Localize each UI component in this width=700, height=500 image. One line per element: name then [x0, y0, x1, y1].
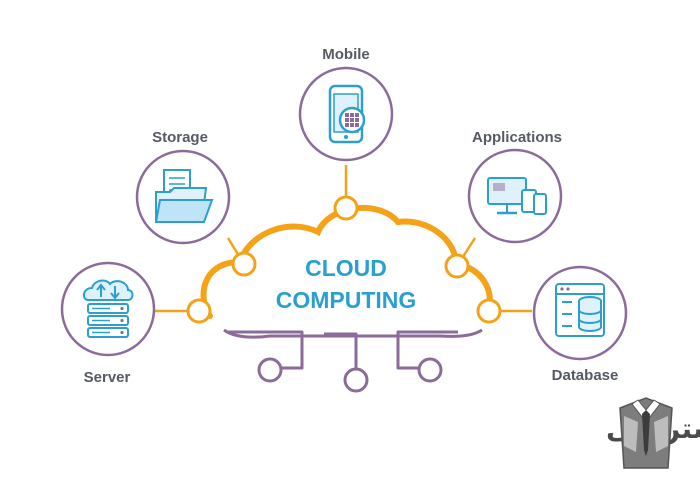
- suit-tie-icon: [619, 397, 673, 469]
- node-server: Server: [60, 261, 156, 386]
- devices-icon: [487, 177, 547, 215]
- circuit-lines: [223, 328, 483, 370]
- cloud-joints: [186, 195, 502, 324]
- node-mobile-label: Mobile: [322, 46, 370, 63]
- node-applications-label: Applications: [472, 129, 562, 146]
- circuit-nodes: [257, 357, 443, 393]
- node-server-label: Server: [84, 369, 131, 386]
- joint-storage: [231, 251, 257, 277]
- database-icon: [555, 283, 605, 337]
- folder-documents-icon: [154, 169, 214, 223]
- watermark: مستراچی: [606, 397, 700, 469]
- circuit-node-left: [257, 357, 283, 383]
- joint-database: [476, 298, 502, 324]
- node-storage: Storage: [135, 129, 231, 245]
- node-applications: Applications: [467, 129, 563, 244]
- circuit-left: [226, 330, 304, 370]
- node-storage-label: Storage: [152, 129, 208, 146]
- mobile-icon: [328, 84, 366, 144]
- node-database-label: Database: [552, 367, 619, 384]
- circuit-middle: [324, 332, 358, 368]
- node-database: Database: [532, 265, 628, 384]
- circuit-node-right: [417, 357, 443, 383]
- cloud-title-line2: COMPUTING: [276, 287, 417, 313]
- node-mobile: Mobile: [298, 46, 394, 162]
- joint-applications: [444, 253, 470, 279]
- joint-mobile: [333, 195, 359, 221]
- cloud-title-line1: CLOUD: [305, 255, 387, 281]
- joint-server: [186, 298, 212, 324]
- circuit-right: [396, 330, 458, 370]
- circuit-node-middle: [343, 367, 369, 393]
- cloud-server-icon: [82, 279, 134, 338]
- cloud-base-line: [223, 328, 483, 339]
